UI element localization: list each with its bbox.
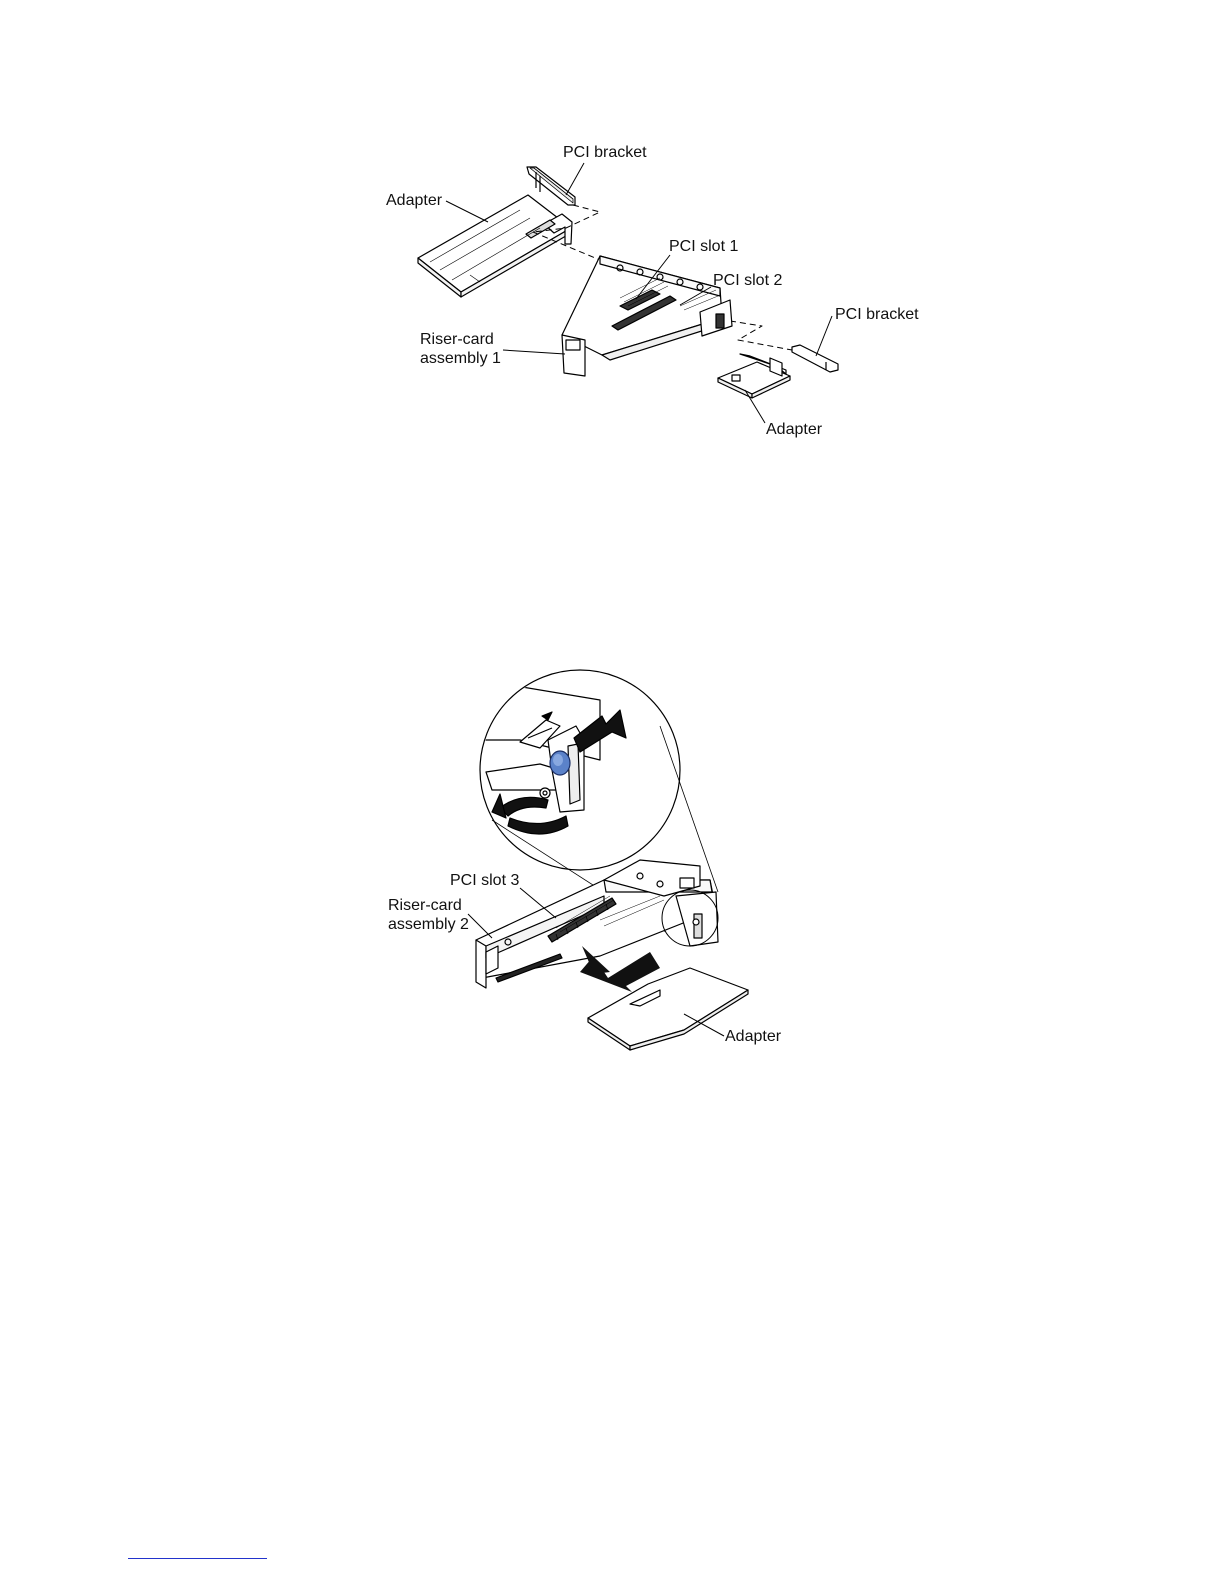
label-adapter-2: Adapter [725,1027,781,1046]
blue-latch-illustration [550,751,570,775]
label-riser-card-2-line2: assembly 2 [388,915,469,934]
label-riser-card-2-line1: Riser-card [388,896,462,915]
footer-link-underline[interactable] [128,1558,267,1559]
label-pci-slot-3: PCI slot 3 [450,871,519,890]
